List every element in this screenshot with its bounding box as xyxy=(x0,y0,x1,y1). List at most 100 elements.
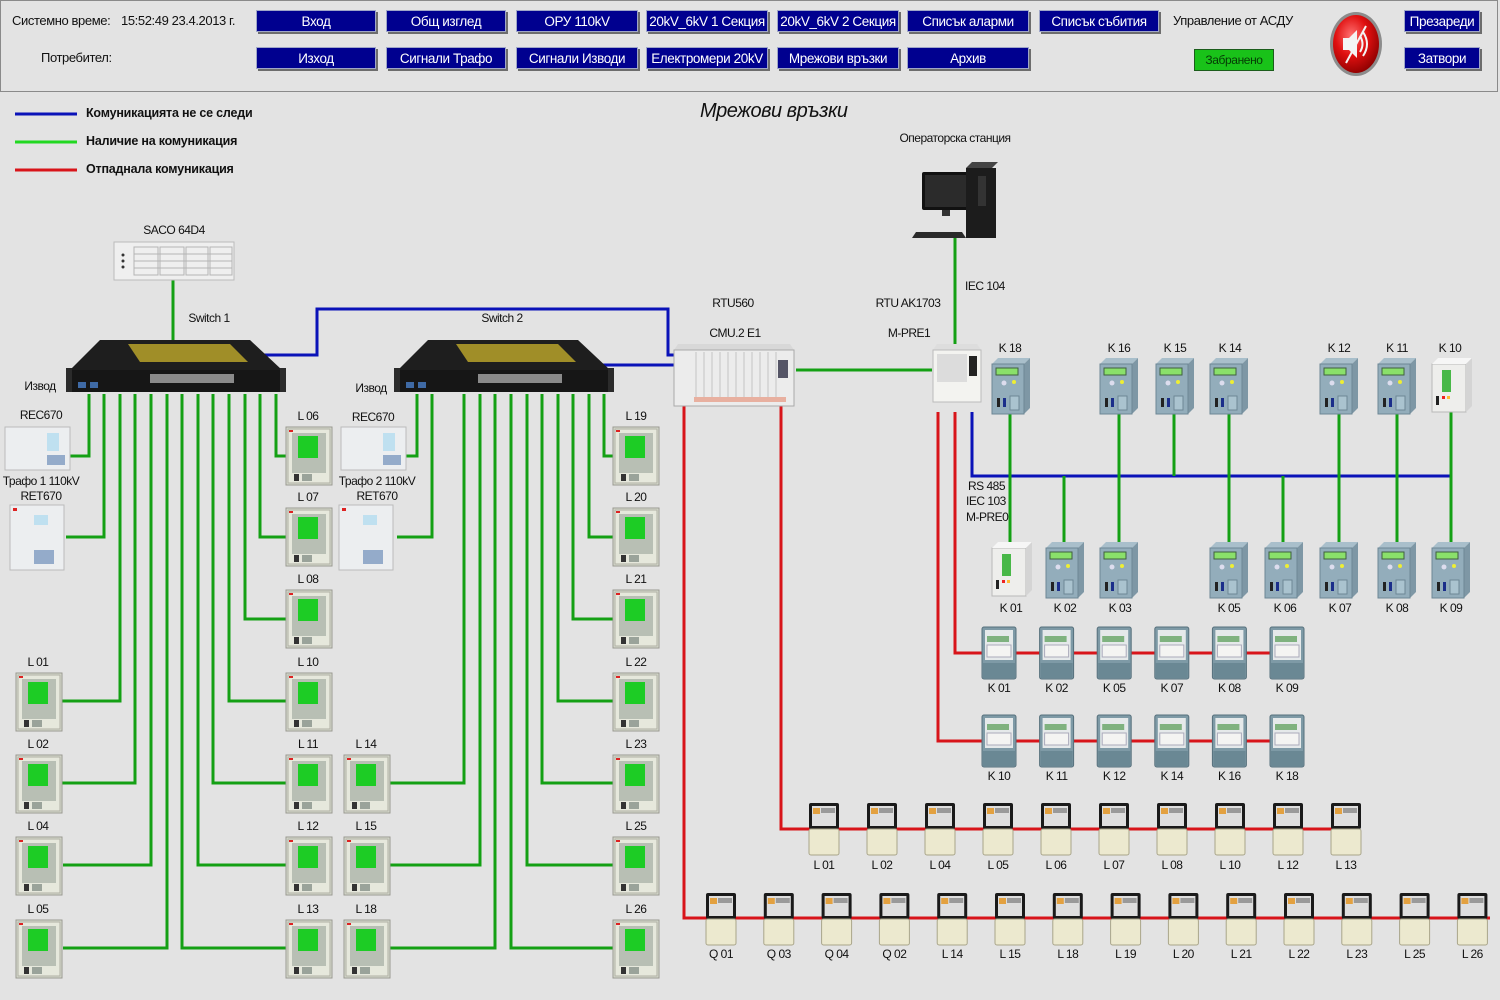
nav-alarm-list-button[interactable]: Списък аларми xyxy=(907,10,1029,32)
nav-archive-button[interactable]: Архив xyxy=(907,47,1029,69)
relay-l04 xyxy=(15,836,63,896)
nav-network-links-button[interactable]: Мрежови връзки xyxy=(777,47,899,69)
meter-k09[interactable] xyxy=(1269,626,1305,680)
meter-l06[interactable] xyxy=(1040,802,1072,856)
relay-label: L 21 xyxy=(625,572,647,586)
meter-label: L 05 xyxy=(987,858,1009,872)
meter-l12[interactable] xyxy=(1272,802,1304,856)
relay-label: L 18 xyxy=(355,902,377,916)
meter-q04[interactable] xyxy=(821,892,853,946)
meter-l04[interactable] xyxy=(924,802,956,856)
meter-l02[interactable] xyxy=(866,802,898,856)
k-relay-label: K 02 xyxy=(1053,601,1077,615)
nav-feeder-signals-button[interactable]: Сигнали Изводи xyxy=(516,47,638,69)
meter-k05[interactable] xyxy=(1096,626,1132,680)
relay-k07 xyxy=(1319,541,1359,599)
meter-l19[interactable] xyxy=(1110,892,1142,946)
meter-l21[interactable] xyxy=(1225,892,1257,946)
meter-label: L 10 xyxy=(1219,858,1241,872)
meter-l01[interactable] xyxy=(808,802,840,856)
legend-lost: Отпаднала комуникация xyxy=(86,162,234,176)
meter-label: L 25 xyxy=(1404,947,1426,961)
relay-l07 xyxy=(285,507,333,567)
relay-label: L 08 xyxy=(297,572,319,586)
relay-label: L 25 xyxy=(625,819,647,833)
mute-alarm-button[interactable] xyxy=(1329,11,1383,77)
nav-section2-button[interactable]: 20kV_6kV 2 Секция xyxy=(777,10,899,32)
meter-q01[interactable] xyxy=(705,892,737,946)
nav-oru-110kv-button[interactable]: ОРУ 110kV xyxy=(516,10,638,32)
ret670-1-label: RET670 xyxy=(20,489,62,503)
nav-logout-button[interactable]: Изход xyxy=(256,47,376,69)
relay-k11 xyxy=(1377,357,1417,415)
meter-k07[interactable] xyxy=(1154,626,1190,680)
meter-l25[interactable] xyxy=(1399,892,1431,946)
meter-l05[interactable] xyxy=(982,802,1014,856)
meter-l26[interactable] xyxy=(1456,892,1488,946)
relay-k15 xyxy=(1155,357,1195,415)
meter-k16[interactable] xyxy=(1211,714,1247,768)
speaker-muted-icon xyxy=(1330,12,1382,76)
rs485-label: RS 485 xyxy=(968,479,1006,493)
meter-q02[interactable] xyxy=(878,892,910,946)
cmu-label: CMU.2 E1 xyxy=(709,326,761,340)
k-relay-label: K 07 xyxy=(1328,601,1352,615)
k-relay-label: K 09 xyxy=(1439,601,1463,615)
meter-l18[interactable] xyxy=(1052,892,1084,946)
meter-label: L 15 xyxy=(999,947,1021,961)
meter-k11[interactable] xyxy=(1039,714,1075,768)
ret670-2-label: RET670 xyxy=(356,489,398,503)
meter-l22[interactable] xyxy=(1283,892,1315,946)
ret670-1-device xyxy=(9,504,65,571)
relay-l11 xyxy=(285,754,333,814)
relay-label: L 13 xyxy=(297,902,319,916)
meter-l13[interactable] xyxy=(1330,802,1362,856)
nav-trafo-signals-button[interactable]: Сигнали Трафо xyxy=(386,47,506,69)
close-button[interactable]: Затвори xyxy=(1404,47,1480,69)
meter-k01[interactable] xyxy=(981,626,1017,680)
relay-label: L 15 xyxy=(355,819,377,833)
meter-label: K 05 xyxy=(1102,681,1126,695)
meter-k14[interactable] xyxy=(1154,714,1190,768)
k-relay-label: K 11 xyxy=(1386,341,1408,355)
meter-label: L 22 xyxy=(1288,947,1310,961)
relay-l26 xyxy=(612,919,660,979)
meter-l23[interactable] xyxy=(1341,892,1373,946)
meter-q03[interactable] xyxy=(763,892,795,946)
meter-k18[interactable] xyxy=(1269,714,1305,768)
meter-k10[interactable] xyxy=(981,714,1017,768)
saco-label: SACO 64D4 xyxy=(143,223,205,237)
relay-label: L 06 xyxy=(297,409,319,423)
switch2-label: Switch 2 xyxy=(481,311,523,325)
meter-l15[interactable] xyxy=(994,892,1026,946)
meter-k02[interactable] xyxy=(1039,626,1075,680)
k-relay-label: K 06 xyxy=(1273,601,1297,615)
meter-k12[interactable] xyxy=(1096,714,1132,768)
nav-login-button[interactable]: Вход xyxy=(256,10,376,32)
relay-l10 xyxy=(285,672,333,732)
nav-event-list-button[interactable]: Списък събития xyxy=(1039,10,1159,32)
rtu560-device xyxy=(673,344,795,407)
relay-k09 xyxy=(1431,541,1471,599)
meter-l20[interactable] xyxy=(1167,892,1199,946)
relay-label: L 11 xyxy=(297,737,319,751)
meter-l07[interactable] xyxy=(1098,802,1130,856)
nav-section1-button[interactable]: 20kV_6kV 1 Секция xyxy=(646,10,768,32)
nav-overview-button[interactable]: Общ изглед xyxy=(386,10,506,32)
relay-k08 xyxy=(1377,541,1417,599)
izvod1-label: Извод xyxy=(24,379,56,393)
reload-button[interactable]: Презареди xyxy=(1404,10,1480,32)
rtu560-label: RTU560 xyxy=(712,296,754,310)
relay-l01 xyxy=(15,672,63,732)
meter-l10[interactable] xyxy=(1214,802,1246,856)
meter-label: L 06 xyxy=(1045,858,1067,872)
relay-l25 xyxy=(612,836,660,896)
meter-l08[interactable] xyxy=(1156,802,1188,856)
iec103-label: IEC 103 xyxy=(966,494,1006,508)
rec670-2-device xyxy=(340,426,407,471)
meter-k08[interactable] xyxy=(1211,626,1247,680)
nav-meters-20kv-button[interactable]: Електромери 20kV xyxy=(646,47,768,69)
rtu-ak1703-label: RTU AK1703 xyxy=(875,296,941,310)
meter-label: K 08 xyxy=(1218,681,1241,695)
meter-l14[interactable] xyxy=(936,892,968,946)
